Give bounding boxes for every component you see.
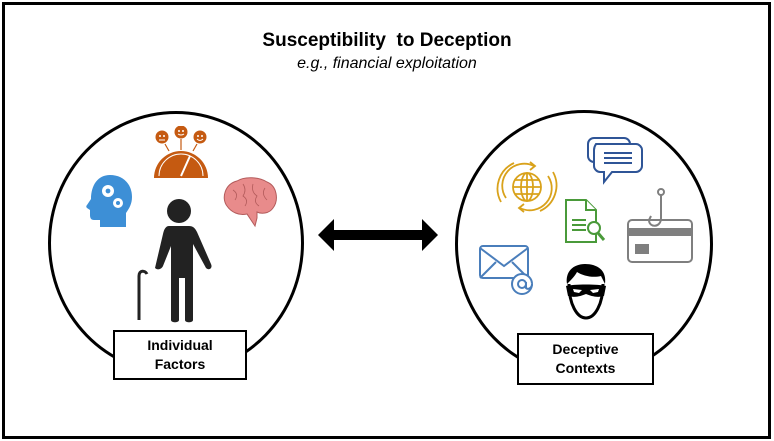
globe-rotate-icon [494,154,560,220]
chat-bubbles-icon [586,136,644,186]
document-search-icon [564,198,612,246]
bidirectional-arrow-icon [318,218,438,252]
label-line-1: Individual [147,337,213,353]
emotion-gauge-icon [150,126,212,180]
head-gears-icon [86,173,134,227]
phishing-card-icon [625,186,695,266]
elderly-person-with-cane-icon [135,198,215,323]
brain-icon [221,176,279,230]
individual-factors-label: Individual Factors [113,330,247,380]
deceptive-contexts-label: Deceptive Contexts [517,333,654,385]
label-line-1: Deceptive [552,341,619,357]
email-at-icon [478,244,536,296]
diagram-subtitle: e.g., financial exploitation [297,55,477,72]
diagram-title: Susceptibility to Deception [262,30,512,51]
label-line-2: Contexts [555,360,616,376]
label-line-2: Factors [154,356,206,372]
masked-thief-icon [563,262,609,320]
